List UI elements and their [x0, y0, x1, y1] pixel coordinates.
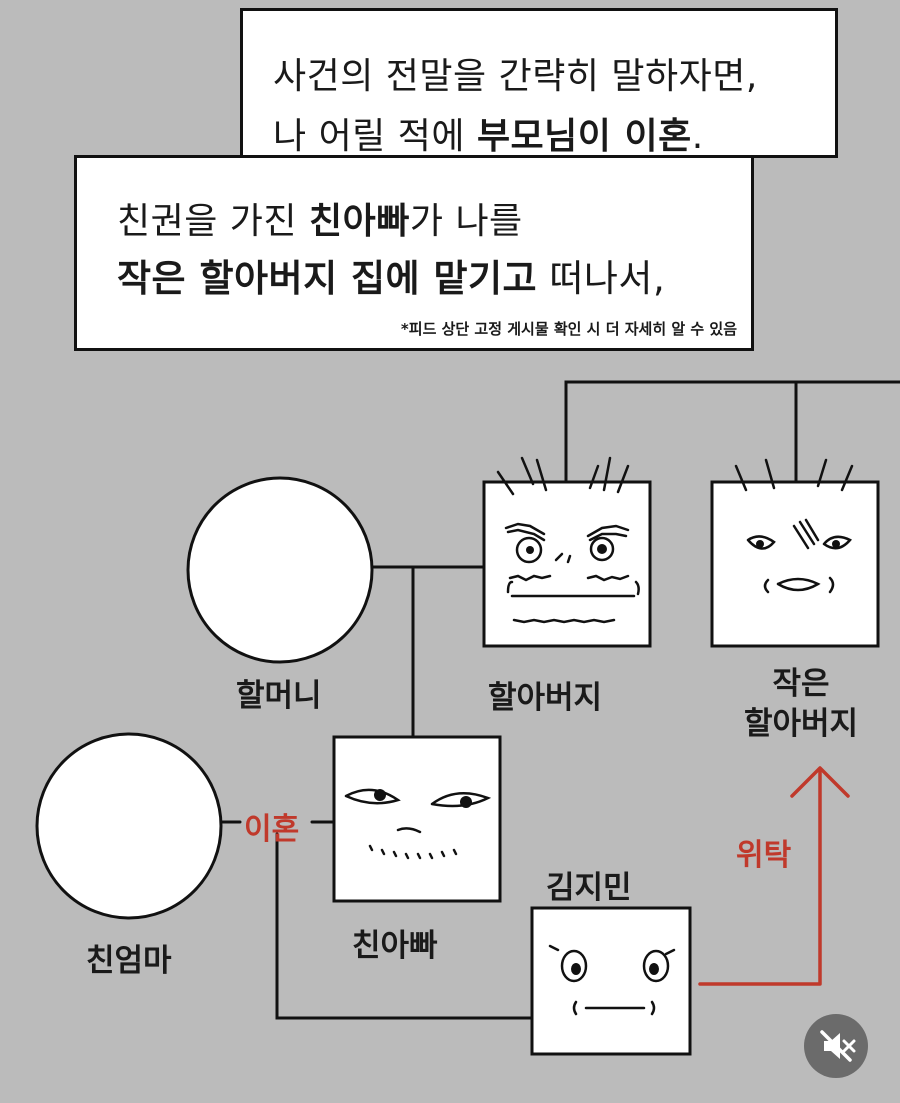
- caption-bold-text: 친아빠: [309, 201, 410, 242]
- great-uncle-label-line: 작은: [772, 666, 830, 702]
- great-uncle-node: [710, 458, 880, 648]
- mute-button[interactable]: [804, 1014, 868, 1078]
- caption-line: 사건의 전말을 간략히 말하자면,: [273, 56, 758, 97]
- caption-bold-text: 부모님이 이혼: [476, 116, 692, 157]
- grandmother-node: [186, 476, 374, 664]
- great-uncle-label: 작은 할아버지: [736, 664, 866, 744]
- caption-line: 친권을 가진 친아빠가 나를: [117, 192, 523, 244]
- me-node: [530, 906, 692, 1056]
- grandmother-label: 할머니: [236, 678, 322, 714]
- caption-text: .: [691, 116, 704, 157]
- caption-line: 나 어릴 적에 부모님이 이혼.: [273, 107, 704, 159]
- entrust-arrow: [698, 766, 850, 986]
- caption-text: 친권을 가진: [117, 201, 309, 242]
- speaker-muted-icon: [820, 1030, 856, 1062]
- caption-bold-text: 작은 할아버지 집에 맡기고: [117, 257, 538, 300]
- mother-label: 친엄마: [86, 943, 172, 979]
- caption-box-bottom: 친권을 가진 친아빠가 나를 작은 할아버지 집에 맡기고 떠나서, *피드 상…: [74, 155, 754, 351]
- father-node: [332, 735, 502, 903]
- father-label: 친아빠: [352, 928, 438, 964]
- caption-line: 작은 할아버지 집에 맡기고 떠나서,: [117, 248, 665, 302]
- sibling-connector-line: [564, 380, 900, 484]
- descent-line: [275, 832, 534, 1020]
- great-uncle-label-line: 할아버지: [743, 706, 859, 742]
- grandfather-label: 할아버지: [488, 680, 603, 716]
- caption-text: 나 어릴 적에: [273, 116, 477, 157]
- grandfather-node: [482, 456, 652, 648]
- me-label: 김지민: [546, 870, 632, 906]
- mother-node: [35, 732, 223, 920]
- caption-box-top: 사건의 전말을 간략히 말하자면, 나 어릴 적에 부모님이 이혼.: [240, 8, 838, 158]
- caption-text: 가 나를: [409, 201, 523, 242]
- caption-text: 떠나서,: [537, 257, 666, 300]
- divorce-label: 이혼: [244, 812, 300, 847]
- caption-footnote: *피드 상단 고정 게시물 확인 시 더 자세히 알 수 있음: [400, 320, 737, 338]
- entrust-label: 위탁: [736, 838, 792, 873]
